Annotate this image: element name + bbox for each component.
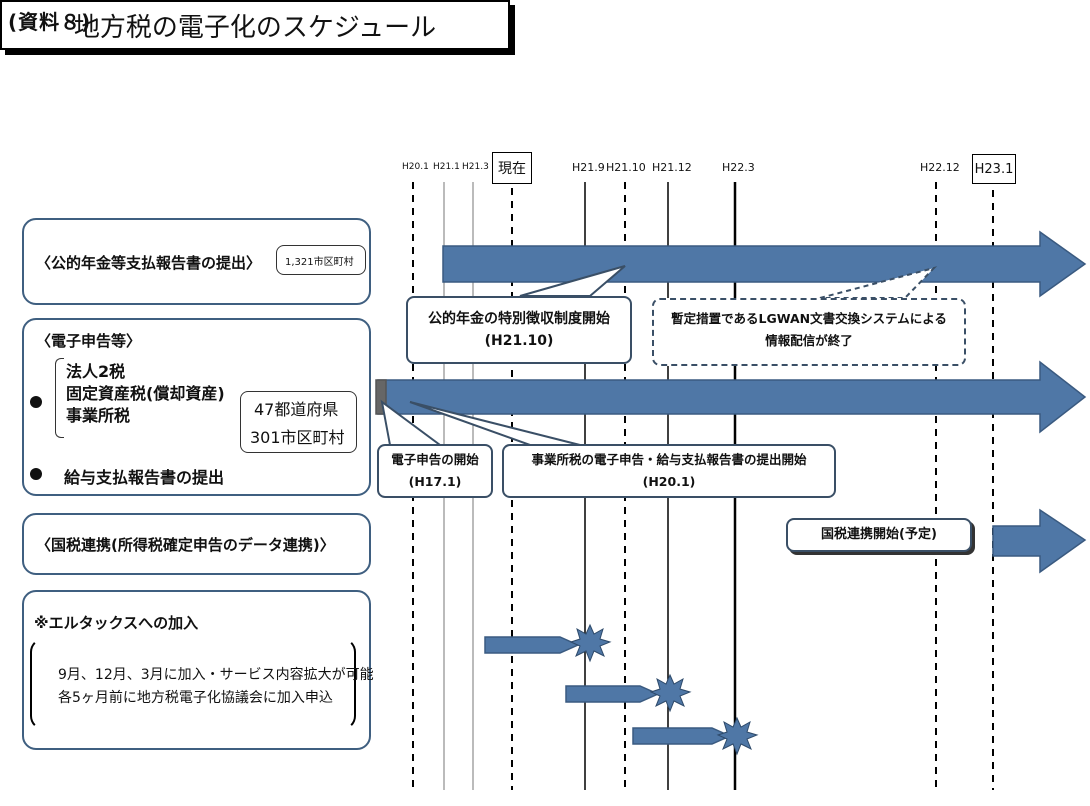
timeline-label-h21-10: H21.10 <box>606 161 646 174</box>
timeline-label-h23-1: H23.1 <box>972 154 1016 184</box>
national-arrow <box>992 508 1087 574</box>
eltax-arrow-3 <box>632 727 732 745</box>
pension-arrow <box>442 230 1087 298</box>
arrows <box>375 230 1087 745</box>
timeline-label-h21-3: H21.3 <box>462 162 489 172</box>
timeline-label-h22-12: H22.12 <box>920 161 960 174</box>
starburst-h22-3 <box>716 716 759 756</box>
starburst-h21-12 <box>649 673 692 713</box>
efiling-scope-municipalities: 301市区町村 <box>250 428 345 447</box>
timeline-label-h21-9: H21.9 <box>572 161 605 174</box>
callout-national-start: 国税連携開始(予定) <box>786 518 972 552</box>
callout-pension-start: 公的年金の特別徴収制度開始 (H21.10) <box>406 296 632 364</box>
eltax-note-bracket <box>30 638 356 730</box>
pension-section-box <box>22 218 371 305</box>
efiling-item-office-tax: 事業所税 <box>66 406 131 425</box>
callout-efiling-start-line1: 電子申告の開始 <box>391 452 479 467</box>
efiling-scope-prefectures: 47都道府県 <box>254 400 339 419</box>
callout-pointers <box>380 265 938 446</box>
callout-efiling-office-line1: 事業所税の電子申告・給与支払報告書の提出開始 <box>531 452 807 467</box>
eltax-section-label: ※エルタックスへの加入 <box>34 614 199 632</box>
callout-efiling-office: 事業所税の電子申告・給与支払報告書の提出開始 (H20.1) <box>502 444 836 498</box>
starburst-h21-9 <box>569 623 612 663</box>
starbursts <box>569 623 759 756</box>
efiling-arrow-start <box>375 379 387 415</box>
pension-section-label: 〈公的年金等支払報告書の提出〉 <box>36 254 262 272</box>
efiling-section-box <box>22 318 371 496</box>
efiling-item-corporate: 法人2税 <box>66 362 126 381</box>
page-title: 地方税の電子化のスケジュール <box>0 0 510 50</box>
document-label: (資料８) <box>8 10 92 34</box>
national-section-label: 〈国税連携(所得税確定申告のデータ連携)〉 <box>36 536 335 554</box>
callout-pension-end-line1: 暫定措置であるLGWAN文書交換システムによる <box>671 311 947 326</box>
efiling-item-fixed-asset: 固定資産税(償却資産) <box>66 384 225 403</box>
eltax-section-box <box>22 590 371 750</box>
efiling-scope-bracket <box>240 391 357 453</box>
efiling-bullet-icon <box>30 396 42 408</box>
timeline-label-h20-1: H20.1 <box>402 162 429 172</box>
national-section-box <box>22 513 371 575</box>
efiling-section-label: 〈電子申告等〉 <box>36 332 142 350</box>
timeline-label-h22-3: H22.3 <box>722 161 755 174</box>
eltax-arrow-2 <box>565 685 660 703</box>
eltax-note-line2: 各5ヶ月前に地方税電子化協議会に加入申込 <box>58 690 333 706</box>
callout-efiling-start-line2: (H17.1) <box>408 474 462 489</box>
efiling-arrow <box>377 360 1087 434</box>
callout-pension-end-line2: 情報配信が終了 <box>765 333 853 348</box>
callout-efiling-office-line2: (H20.1) <box>642 474 696 489</box>
eltax-note-line1: 9月、12月、3月に加入・サービス内容拡大が可能 <box>58 667 374 683</box>
timeline-label-h21-1: H21.1 <box>433 162 460 172</box>
timeline-label-h21-12: H21.12 <box>652 161 692 174</box>
pension-scope: 1,321市区町村 <box>285 257 354 268</box>
callout-pension-start-line2: (H21.10) <box>484 333 554 349</box>
pension-scope-bracket <box>276 245 366 275</box>
eltax-arrow-1 <box>484 636 580 654</box>
callout-pension-start-line1: 公的年金の特別徴収制度開始 <box>428 311 610 327</box>
efiling-payroll: 給与支払報告書の提出 <box>64 468 225 487</box>
callout-national-start-text: 国税連携開始(予定) <box>821 527 937 542</box>
callout-pension-end: 暫定措置であるLGWAN文書交換システムによる 情報配信が終了 <box>652 298 966 366</box>
timeline-label-now: 現在 <box>492 152 532 184</box>
efiling-items-brace <box>55 358 64 438</box>
payroll-bullet-icon <box>30 468 42 480</box>
callout-efiling-start: 電子申告の開始 (H17.1) <box>377 444 493 498</box>
